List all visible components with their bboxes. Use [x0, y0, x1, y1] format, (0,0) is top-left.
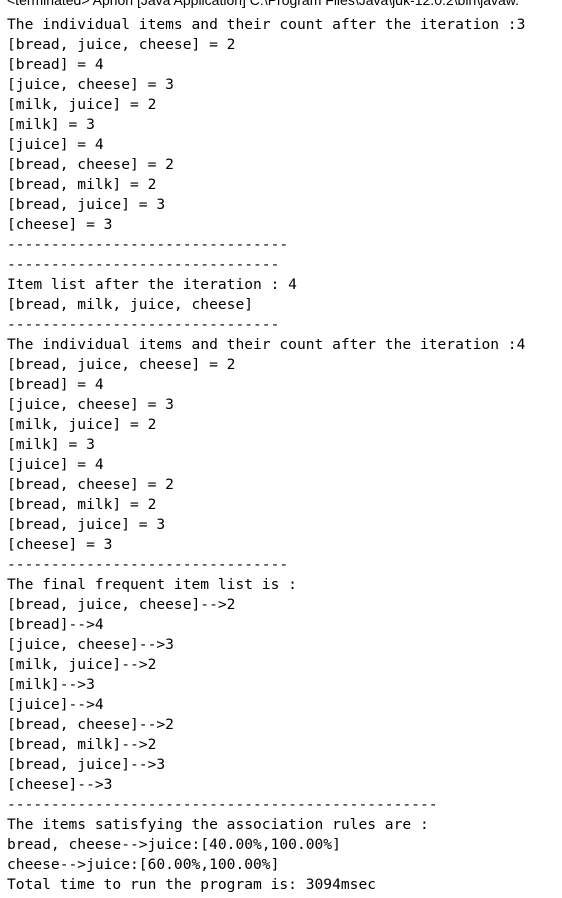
console-line-association-rule: bread, cheese-->juice:[40.00%,100.00%] — [7, 836, 341, 853]
console-line-item-list-heading: Item list after the iteration : 4 — [7, 276, 297, 293]
console-line: [bread, juice, cheese] = 2 — [7, 36, 236, 53]
console-line: [milk, juice] = 2 — [7, 96, 157, 113]
console-line: [bread] = 4 — [7, 56, 104, 73]
console-line: [milk, juice]-->2 — [7, 656, 157, 673]
console-line: [cheese] = 3 — [7, 216, 113, 233]
console-separator: -------------------------------- — [7, 236, 289, 253]
console-line: [milk, juice] = 2 — [7, 416, 157, 433]
console-line: [juice, cheese] = 3 — [7, 396, 174, 413]
console-line: [bread, milk, juice, cheese] — [7, 296, 254, 313]
console-separator: ------------------------------- — [7, 256, 280, 273]
console-line-association-rule: cheese-->juice:[60.00%,100.00%] — [7, 856, 280, 873]
console-line: [bread, juice, cheese]-->2 — [7, 596, 236, 613]
console-line: [bread, juice, cheese] = 2 — [7, 356, 236, 373]
console-line: [bread, milk] = 2 — [7, 496, 157, 513]
console-line: [bread, juice] = 3 — [7, 196, 166, 213]
console-line: [juice]-->4 — [7, 696, 104, 713]
console-separator: ----------------------------------------… — [7, 796, 438, 813]
console-line-iteration-3-heading: The individual items and their count aft… — [7, 16, 526, 33]
console-separator: ------------------------------- — [7, 316, 280, 333]
console-line: [bread, juice]-->3 — [7, 756, 166, 773]
console-line: [milk] = 3 — [7, 436, 95, 453]
console-line: [bread, milk]-->2 — [7, 736, 157, 753]
console-line: [milk]-->3 — [7, 676, 95, 693]
console-line: [bread]-->4 — [7, 616, 104, 633]
console-status-header: <terminated> Apriori [Java Application] … — [7, 0, 520, 8]
console-line: [bread] = 4 — [7, 376, 104, 393]
console-line: [bread, cheese] = 2 — [7, 476, 174, 493]
console-line: [bread, cheese] = 2 — [7, 156, 174, 173]
console-line: [juice] = 4 — [7, 136, 104, 153]
console-line: [bread, cheese]-->2 — [7, 716, 174, 733]
console-line: [bread, milk] = 2 — [7, 176, 157, 193]
console-line: [juice] = 4 — [7, 456, 104, 473]
console-separator: -------------------------------- — [7, 556, 289, 573]
console-line-association-rules-heading: The items satisfying the association rul… — [7, 816, 429, 833]
console-line: [juice, cheese] = 3 — [7, 76, 174, 93]
console-line: [juice, cheese]-->3 — [7, 636, 174, 653]
console-line: [bread, juice] = 3 — [7, 516, 166, 533]
console-line: [cheese] = 3 — [7, 536, 113, 553]
console-line: [milk] = 3 — [7, 116, 95, 133]
console-line-total-time: Total time to run the program is: 3094ms… — [7, 876, 377, 893]
console-line-iteration-4-heading: The individual items and their count aft… — [7, 336, 526, 353]
console-output[interactable]: The individual items and their count aft… — [7, 15, 559, 895]
console-line: [cheese]-->3 — [7, 776, 113, 793]
console-line-frequent-list-heading: The final frequent item list is : — [7, 576, 297, 593]
